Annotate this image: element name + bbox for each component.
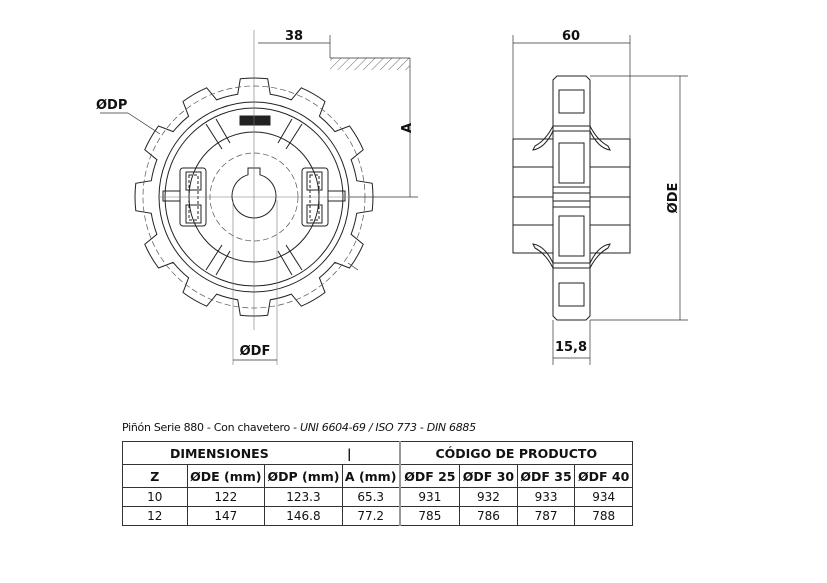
- dim-width-label: 60: [562, 29, 580, 44]
- dim-df-label: ØDF: [240, 344, 271, 359]
- product-table: DIMENSIONES | CÓDIGO DE PRODUCTO Z ØDE (…: [121, 441, 633, 526]
- front-view: [134, 30, 374, 365]
- side-dimensions: [512, 35, 688, 365]
- col-df25: ØDF 25: [398, 464, 461, 488]
- col-df30: ØDF 30: [459, 464, 518, 488]
- caption-main: Piñón Serie 880 - Con chavetero -: [122, 421, 300, 434]
- dim-de-label: ØDE: [666, 183, 681, 214]
- caption-standards: UNI 6604-69 / ISO 773 - DIN 6885: [299, 421, 476, 434]
- col-de: ØDE (mm): [186, 464, 266, 488]
- sprocket-teeth-outline: [134, 77, 374, 317]
- col-a: A (mm): [341, 464, 401, 488]
- col-df40: ØDF 40: [574, 464, 633, 488]
- group-codes: CÓDIGO DE PRODUCTO: [398, 441, 633, 465]
- dim-a-label: A: [400, 123, 415, 133]
- side-view: [512, 75, 631, 321]
- col-z: Z: [122, 464, 188, 488]
- dim-tooth-width-label: 15,8: [555, 340, 587, 355]
- dim-hub-offset-label: 38: [285, 29, 303, 44]
- col-df35: ØDF 35: [516, 464, 576, 488]
- product-caption: Piñón Serie 880 - Con chavetero - UNI 66…: [122, 421, 476, 434]
- col-dp: ØDP (mm): [264, 464, 343, 488]
- column-header-row: Z ØDE (mm) ØDP (mm) A (mm) ØDF 25 ØDF 30…: [122, 464, 633, 488]
- brand-logo: [239, 115, 271, 126]
- group-dimensions: DIMENSIONES |: [121, 441, 401, 465]
- spokes: [205, 118, 303, 276]
- group-header-row: DIMENSIONES | CÓDIGO DE PRODUCTO: [121, 441, 633, 465]
- dim-dp-label: ØDP: [96, 98, 127, 113]
- keyed-bore: [231, 167, 277, 219]
- front-dimensions: [100, 35, 418, 361]
